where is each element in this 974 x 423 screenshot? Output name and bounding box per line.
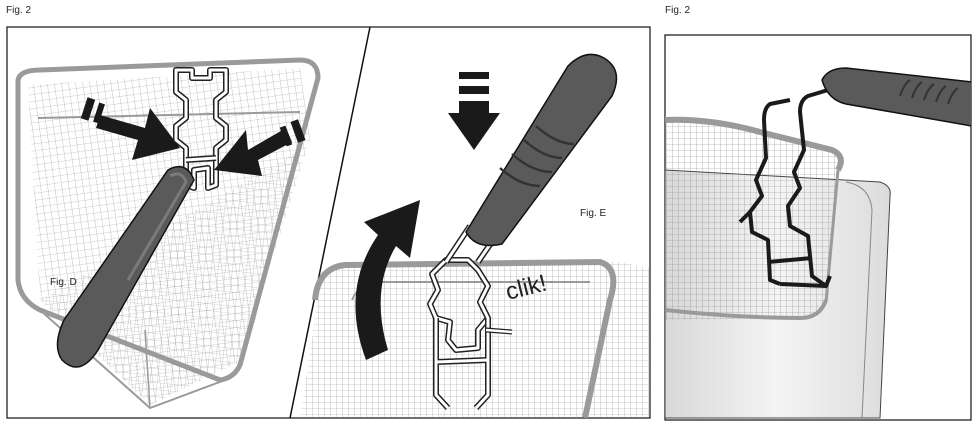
label-fig-d: Fig. D <box>50 277 77 288</box>
figure-caption-left: Fig. 2 <box>6 5 32 16</box>
handle-fig-e <box>465 53 618 247</box>
down-arrow-icon <box>448 72 500 150</box>
wire-bracket-right <box>738 88 832 288</box>
wire-bracket-fig-d <box>173 67 229 191</box>
pinch-arrow-right-icon <box>214 119 306 176</box>
basket-right <box>665 116 844 321</box>
panel-fig-d-e: Fig. D Fig. E clik! <box>6 26 651 419</box>
panel-divider <box>289 27 371 418</box>
handle-right <box>821 67 971 127</box>
panel-fig-right <box>664 34 972 421</box>
curved-arrow-icon <box>355 200 420 360</box>
figure-caption-right: Fig. 2 <box>665 5 691 16</box>
pinch-arrow-left-icon <box>80 97 180 160</box>
label-fig-e: Fig. E <box>580 208 606 219</box>
handle-fig-d <box>56 165 195 368</box>
